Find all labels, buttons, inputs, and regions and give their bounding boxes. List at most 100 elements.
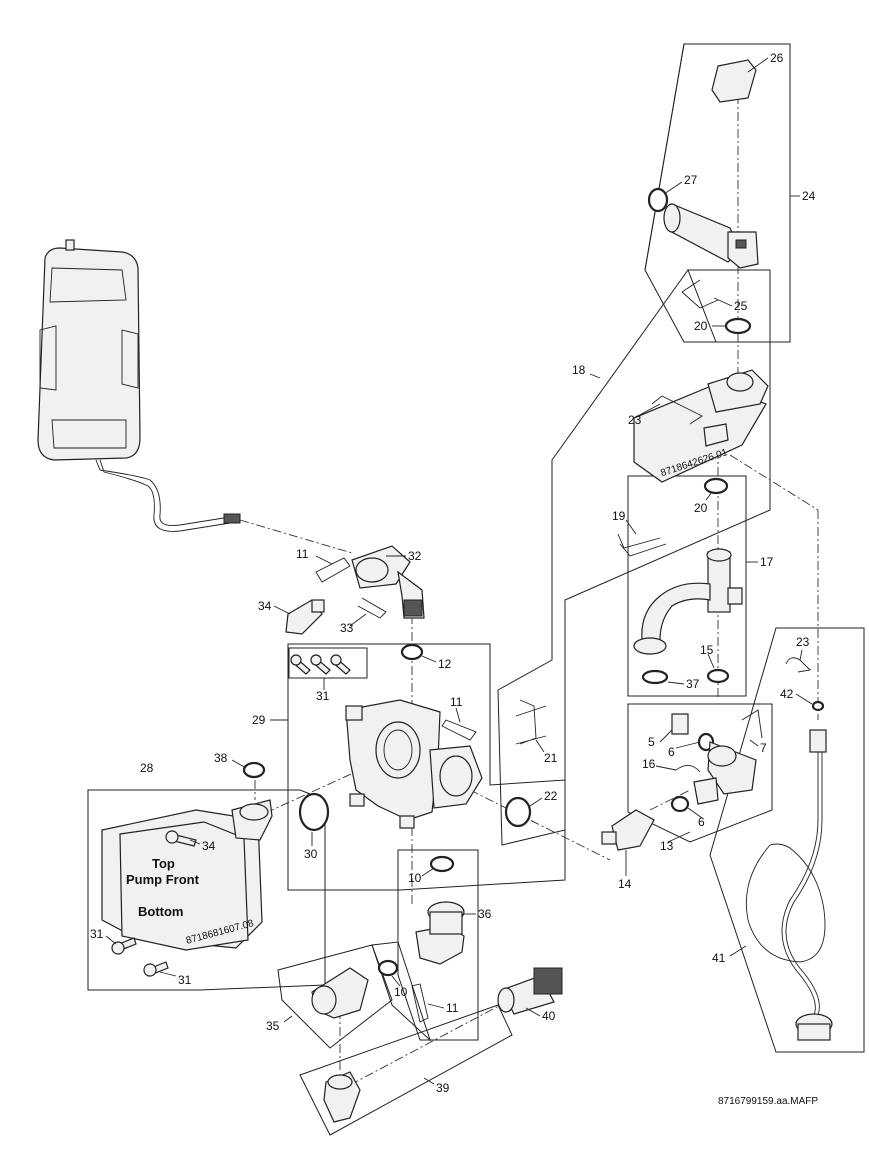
callout-20a: 20 bbox=[694, 319, 708, 333]
part-35-valve bbox=[311, 967, 369, 1019]
leader-31b bbox=[105, 935, 117, 945]
part-10-oring-upper bbox=[429, 855, 455, 873]
callout-31a: 31 bbox=[316, 689, 330, 703]
callout-31c: 31 bbox=[178, 973, 192, 987]
part-34-screw bbox=[165, 830, 197, 847]
leader-7 bbox=[749, 739, 759, 747]
leader-35 bbox=[283, 1015, 293, 1023]
part-33-clip bbox=[357, 597, 387, 619]
part-13-valve-group bbox=[670, 709, 763, 813]
part-40-fitting bbox=[497, 967, 563, 1015]
pump-label-front: Pump Front bbox=[126, 872, 200, 887]
leader-5 bbox=[659, 729, 673, 743]
leader-12 bbox=[421, 655, 437, 663]
part-41-capillary-gauge bbox=[745, 729, 833, 1041]
callout-13: 13 bbox=[660, 839, 674, 853]
callout-32: 32 bbox=[408, 549, 422, 563]
group-box-29 bbox=[287, 643, 566, 891]
leader-19 bbox=[625, 519, 637, 535]
leader-37 bbox=[667, 681, 685, 685]
reference-code: 8716799159.aa.MAFP bbox=[718, 1096, 818, 1107]
leader-6a bbox=[675, 741, 701, 749]
centerline-22 bbox=[469, 789, 611, 861]
leader-22 bbox=[529, 797, 543, 807]
callout-29: 29 bbox=[252, 713, 266, 727]
group-box-36 bbox=[397, 849, 479, 1041]
pump-label-bottom: Bottom bbox=[138, 904, 184, 919]
callout-10b: 10 bbox=[394, 985, 408, 999]
leader-16 bbox=[655, 765, 677, 771]
group-box-11c bbox=[371, 941, 432, 1042]
part-38-ring bbox=[242, 761, 266, 779]
part-21-clip bbox=[515, 699, 547, 745]
leader-27 bbox=[663, 181, 683, 195]
callout-28: 28 bbox=[140, 761, 154, 775]
centerline-13 bbox=[649, 789, 691, 811]
callout-14: 14 bbox=[618, 877, 632, 891]
callout-21: 21 bbox=[544, 751, 558, 765]
part-19-clip bbox=[617, 533, 667, 557]
callout-27: 27 bbox=[684, 173, 698, 187]
leader-31c bbox=[159, 971, 177, 977]
group-box-13 bbox=[627, 703, 773, 843]
callout-17: 17 bbox=[760, 555, 774, 569]
callout-5: 5 bbox=[648, 735, 655, 749]
part-22-oring bbox=[504, 796, 532, 828]
callout-22: 22 bbox=[544, 789, 558, 803]
leader-33 bbox=[349, 613, 367, 627]
callout-11c: 11 bbox=[446, 1001, 459, 1015]
leader-11b bbox=[455, 707, 461, 723]
leader-13 bbox=[667, 831, 691, 843]
callout-10a: 10 bbox=[408, 871, 422, 885]
centerline-42 bbox=[729, 454, 819, 511]
callout-42: 42 bbox=[780, 687, 794, 701]
callout-11a: 11 bbox=[296, 547, 309, 561]
part-31-screw-b bbox=[143, 961, 169, 977]
callout-36: 36 bbox=[478, 907, 492, 921]
leader-20b bbox=[705, 491, 713, 501]
part-36-elbow bbox=[415, 901, 465, 965]
callout-23a: 23 bbox=[628, 413, 642, 427]
callout-35: 35 bbox=[266, 1019, 280, 1033]
part-23-clip-lower bbox=[785, 657, 811, 673]
leader-18 bbox=[589, 373, 601, 379]
callout-30: 30 bbox=[304, 847, 318, 861]
part-20-oring-lower bbox=[703, 477, 729, 495]
part-31-screws-set bbox=[290, 654, 351, 675]
group-box-18 bbox=[497, 269, 771, 846]
part-29-pump-housing bbox=[345, 699, 483, 829]
leader-40 bbox=[525, 1007, 541, 1017]
part-28-pump-motor: Top Pump Front Bottom 8718681607.08 bbox=[101, 799, 273, 951]
part-34-valve bbox=[285, 599, 325, 635]
leader-42 bbox=[795, 693, 813, 705]
group-box-31 bbox=[288, 647, 368, 679]
callout-31b: 31 bbox=[90, 927, 104, 941]
leader-39 bbox=[423, 1077, 435, 1085]
leader-11a bbox=[315, 555, 333, 565]
leader-26 bbox=[747, 57, 769, 73]
callout-12: 12 bbox=[438, 657, 452, 671]
callout-39: 39 bbox=[436, 1081, 450, 1095]
callout-33: 33 bbox=[340, 621, 354, 635]
leader-25 bbox=[713, 297, 733, 307]
callout-16: 16 bbox=[642, 757, 656, 771]
leader-11c bbox=[427, 1003, 445, 1009]
part-23-clip-upper bbox=[651, 395, 703, 425]
callout-6b: 6 bbox=[698, 815, 705, 829]
part-25-clip bbox=[681, 279, 719, 309]
part-10-oring-lower bbox=[377, 959, 399, 977]
callout-7: 7 bbox=[760, 741, 767, 755]
leader-15 bbox=[707, 653, 715, 669]
part-24-pipe bbox=[663, 203, 759, 269]
group-box-41 bbox=[709, 627, 865, 1053]
expansion-vessel bbox=[37, 239, 241, 532]
part-11-clip-b bbox=[441, 719, 477, 741]
callout-6a: 6 bbox=[668, 745, 675, 759]
centerline-vessel-hose bbox=[239, 519, 353, 554]
callout-15: 15 bbox=[700, 643, 714, 657]
part-17-elbow bbox=[633, 548, 743, 655]
leader-10b bbox=[391, 975, 401, 987]
callout-20b: 20 bbox=[694, 501, 708, 515]
part-42-washer bbox=[811, 700, 825, 712]
